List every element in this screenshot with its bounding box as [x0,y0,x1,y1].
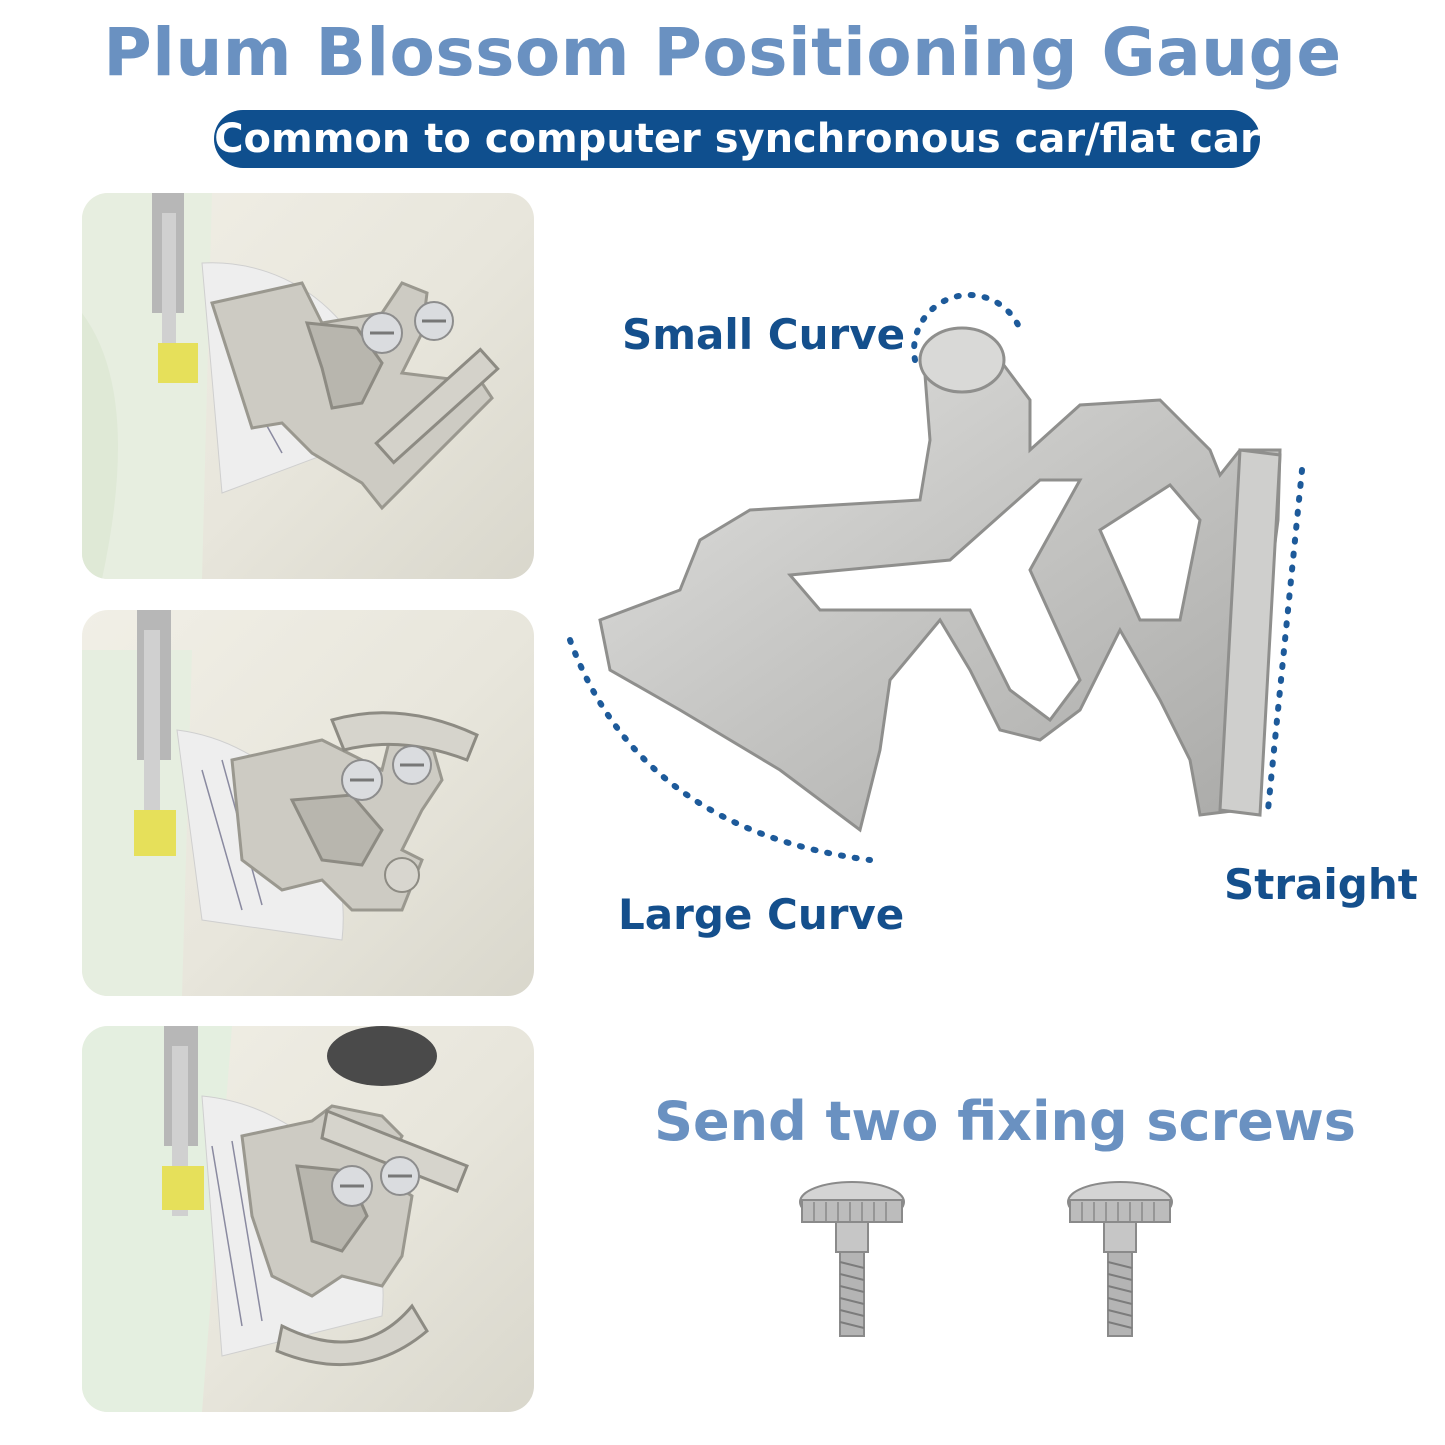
sewing-machine-scene-3 [82,1026,469,1412]
gauge-illustration [567,291,1305,863]
gauge-straight-bar [1218,448,1282,817]
straight-label: Straight [1224,860,1418,909]
small-curve-dots [911,291,1025,363]
large-curve-label: Large Curve [618,890,905,939]
sewing-machine-scene-1 [82,193,500,579]
thumb-screw-icon [799,1181,905,1337]
large-curve-dots [567,637,873,863]
sewing-machine-scene-2 [82,610,479,996]
screws-title: Send two fixing screws [654,1090,1356,1153]
gauge-side-slot [1098,483,1202,622]
gauge-knob [918,326,1006,394]
page-title: Plum Blossom Positioning Gauge [103,14,1342,91]
usage-photo-2 [82,610,534,996]
straight-dots [1265,467,1305,813]
gauge-y-slot [786,478,1083,723]
usage-photo-1 [82,193,534,579]
thumb-screw-icon [1067,1181,1173,1337]
usage-photo-3 [82,1026,534,1412]
small-curve-label: Small Curve [622,310,906,359]
subtitle-banner: Common to computer synchronous car/flat … [214,110,1260,168]
